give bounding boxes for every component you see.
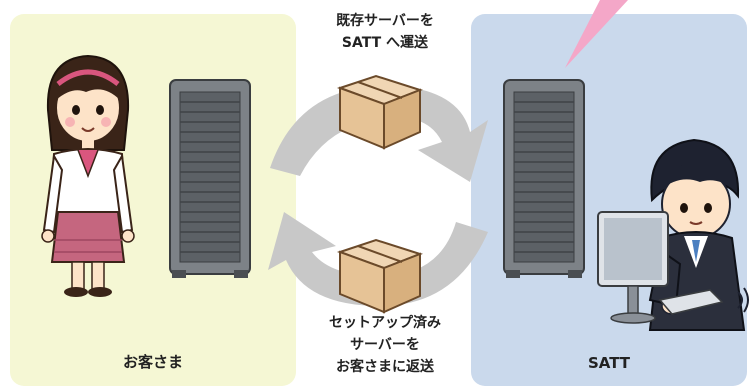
return-caption-line3: お客さまに返送 <box>336 359 434 375</box>
transfer-caption: 既存サーバーを SATT へ運送 <box>300 10 470 54</box>
cardboard-box-top-icon <box>336 74 424 150</box>
satt-label: SATT <box>587 354 631 372</box>
callout-pointer-icon <box>565 0 628 68</box>
server-rack-customer-icon <box>169 79 251 278</box>
cardboard-box-bottom-icon <box>336 238 424 314</box>
return-caption-line1: セットアップ済み <box>329 315 441 331</box>
transfer-caption-line1: 既存サーバーを <box>336 13 434 29</box>
transfer-caption-line2: SATT へ運送 <box>341 35 429 51</box>
return-caption: セットアップ済み サーバーを お客さまに返送 <box>300 312 470 378</box>
customer-label: お客さま <box>122 353 183 371</box>
cycle-arrow-icon <box>268 85 488 306</box>
woman-customer-icon <box>41 54 135 297</box>
computer-monitor-icon <box>597 211 724 324</box>
server-rack-satt-icon <box>503 79 585 278</box>
return-caption-line2: サーバーを <box>350 337 420 353</box>
